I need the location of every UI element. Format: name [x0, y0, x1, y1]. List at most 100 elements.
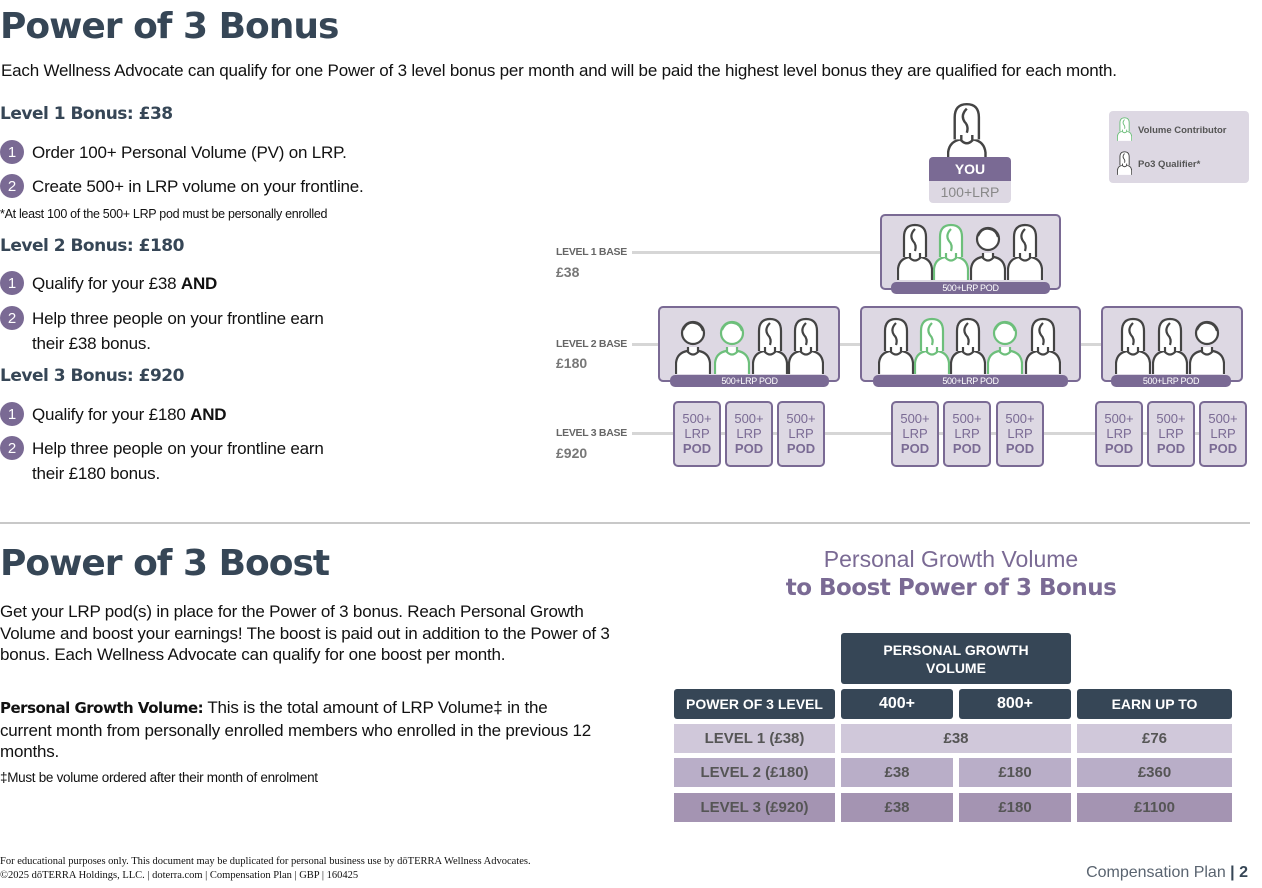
- page-label: Compensation Plan: [1086, 864, 1226, 881]
- mini-pod-text: LRP: [788, 426, 814, 441]
- step-bold-and: AND: [180, 274, 218, 293]
- mini-pod-text: POD: [1208, 441, 1238, 456]
- table-cell-400: £38: [841, 793, 953, 822]
- bonus-title: Power of 3 Bonus: [0, 6, 339, 47]
- mini-pod-text: 500+: [786, 411, 816, 426]
- step-text: Help three people on your frontline earn…: [32, 439, 324, 483]
- header-earn-up-to: EARN UP TO: [1077, 689, 1232, 719]
- mini-pod-text: 500+: [682, 411, 712, 426]
- volume-contributor-icon: [1116, 117, 1133, 146]
- mini-pod-text: 500+: [900, 411, 930, 426]
- step-number-badge: 1: [0, 271, 24, 295]
- level-1-step-1: 1 Order 100+ Personal Volume (PV) on LRP…: [0, 140, 347, 165]
- step-number-badge: 2: [0, 306, 24, 330]
- header-800: 800+: [959, 689, 1071, 719]
- header-400: 400+: [841, 689, 953, 719]
- legend: Volume Contributor Po3 Qualifier*: [1109, 111, 1249, 183]
- mini-pod-text: 500+: [1005, 411, 1035, 426]
- step-text: Qualify for your £180: [32, 405, 191, 424]
- level-3-step-1: 1 Qualify for your £180 AND: [0, 402, 227, 427]
- level-3-step-2: 2 Help three people on your frontline ea…: [0, 436, 330, 486]
- table-cell-merged: £38: [841, 724, 1071, 753]
- pgv-definition: Personal Growth Volume: This is the tota…: [0, 697, 600, 763]
- mini-pod-text: POD: [1104, 441, 1134, 456]
- step-text: Qualify for your £38: [32, 274, 181, 293]
- mini-pod-text: LRP: [684, 426, 710, 441]
- level-3-base-label: LEVEL 3 BASE: [556, 427, 627, 439]
- table-cell-400: £38: [841, 758, 953, 787]
- mini-pod-text: LRP: [1007, 426, 1033, 441]
- po3-qualifier-icon: [1116, 151, 1133, 180]
- you-volume: 100+LRP: [929, 181, 1011, 203]
- level-1-note: *At least 100 of the 500+ LRP pod must b…: [0, 207, 328, 221]
- table-cell-800: £180: [959, 793, 1071, 822]
- level-2-title: Level 2 Bonus: £180: [0, 236, 184, 256]
- mini-pod-text: POD: [682, 441, 712, 456]
- level-1-base-value: £38: [556, 264, 580, 280]
- step-number-badge: 1: [0, 402, 24, 426]
- mini-pod-text: POD: [1005, 441, 1035, 456]
- table-cell-earn: £360: [1077, 758, 1232, 787]
- footer-copyright: ©2025 dōTERRA Holdings, LLC. | doterra.c…: [0, 870, 359, 881]
- level-2-pod-b-label: 500+LRP POD: [873, 375, 1068, 387]
- person-icon: [969, 223, 1007, 286]
- level-1-pod-label: 500+LRP POD: [891, 282, 1050, 294]
- level-2-step-1: 1 Qualify for your £38 AND: [0, 271, 217, 296]
- legend-po3-qualifier: Po3 Qualifier*: [1138, 159, 1201, 170]
- mini-pod-text: POD: [734, 441, 764, 456]
- step-number-badge: 2: [0, 174, 24, 198]
- mini-pod-text: LRP: [736, 426, 762, 441]
- person-icon: [1114, 317, 1152, 380]
- step-number-badge: 2: [0, 436, 24, 460]
- level-1-title: Level 1 Bonus: £38: [0, 104, 173, 124]
- boost-title: Power of 3 Boost: [0, 543, 330, 584]
- mini-pod-text: POD: [786, 441, 816, 456]
- mini-pod-text: 500+: [1156, 411, 1186, 426]
- step-number-badge: 1: [0, 140, 24, 164]
- person-icon: [1024, 317, 1062, 380]
- mini-pod-text: 500+: [1208, 411, 1238, 426]
- step-text: Help three people on your frontline earn…: [32, 309, 324, 353]
- person-icon: [1006, 223, 1044, 286]
- step-text: Order 100+ Personal Volume (PV) on LRP.: [32, 143, 347, 162]
- mini-pod-text: 500+: [1104, 411, 1134, 426]
- mini-pod-text: LRP: [1106, 426, 1132, 441]
- mini-pod-text: LRP: [1158, 426, 1184, 441]
- boost-intro: Get your LRP pod(s) in place for the Pow…: [0, 602, 610, 664]
- level-2-pod-c-label: 500+LRP POD: [1111, 375, 1231, 387]
- level-3-title: Level 3 Bonus: £920: [0, 366, 184, 386]
- level-2-base-value: £180: [556, 355, 588, 371]
- person-icon: [1151, 317, 1189, 380]
- step-text: Create 500+ in LRP volume on your frontl…: [32, 177, 364, 196]
- level-2-pod-a-label: 500+LRP POD: [670, 375, 829, 387]
- page-indicator: Compensation Plan | 2: [1086, 864, 1248, 882]
- table-cell-level: LEVEL 3 (£920): [674, 793, 835, 822]
- person-icon: [751, 317, 789, 380]
- table-cell-earn: £1100: [1077, 793, 1232, 822]
- level-1-step-2: 2 Create 500+ in LRP volume on your fron…: [0, 174, 364, 199]
- level-3-line: [632, 432, 1246, 435]
- person-icon: [877, 317, 915, 380]
- legend-volume-contributor: Volume Contributor: [1138, 125, 1227, 136]
- mini-pod-text: LRP: [1210, 426, 1236, 441]
- table-cell-level: LEVEL 1 (£38): [674, 724, 835, 753]
- level-1-base-label: LEVEL 1 BASE: [556, 246, 627, 258]
- header-personal-growth-volume: PERSONAL GROWTH VOLUME: [841, 633, 1071, 684]
- footer-disclaimer: For educational purposes only. This docu…: [0, 856, 531, 867]
- person-icon: [787, 317, 825, 380]
- level-3-base-value: £920: [556, 445, 588, 461]
- bonus-intro: Each Wellness Advocate can qualify for o…: [1, 61, 1117, 80]
- person-icon: [713, 317, 751, 380]
- table-cell-earn: £76: [1077, 724, 1232, 753]
- you-label: YOU: [929, 157, 1011, 181]
- page-number: 2: [1239, 864, 1248, 881]
- step-bold-and: AND: [190, 405, 227, 424]
- mini-pod-text: POD: [900, 441, 930, 456]
- table-cell-level: LEVEL 2 (£180): [674, 758, 835, 787]
